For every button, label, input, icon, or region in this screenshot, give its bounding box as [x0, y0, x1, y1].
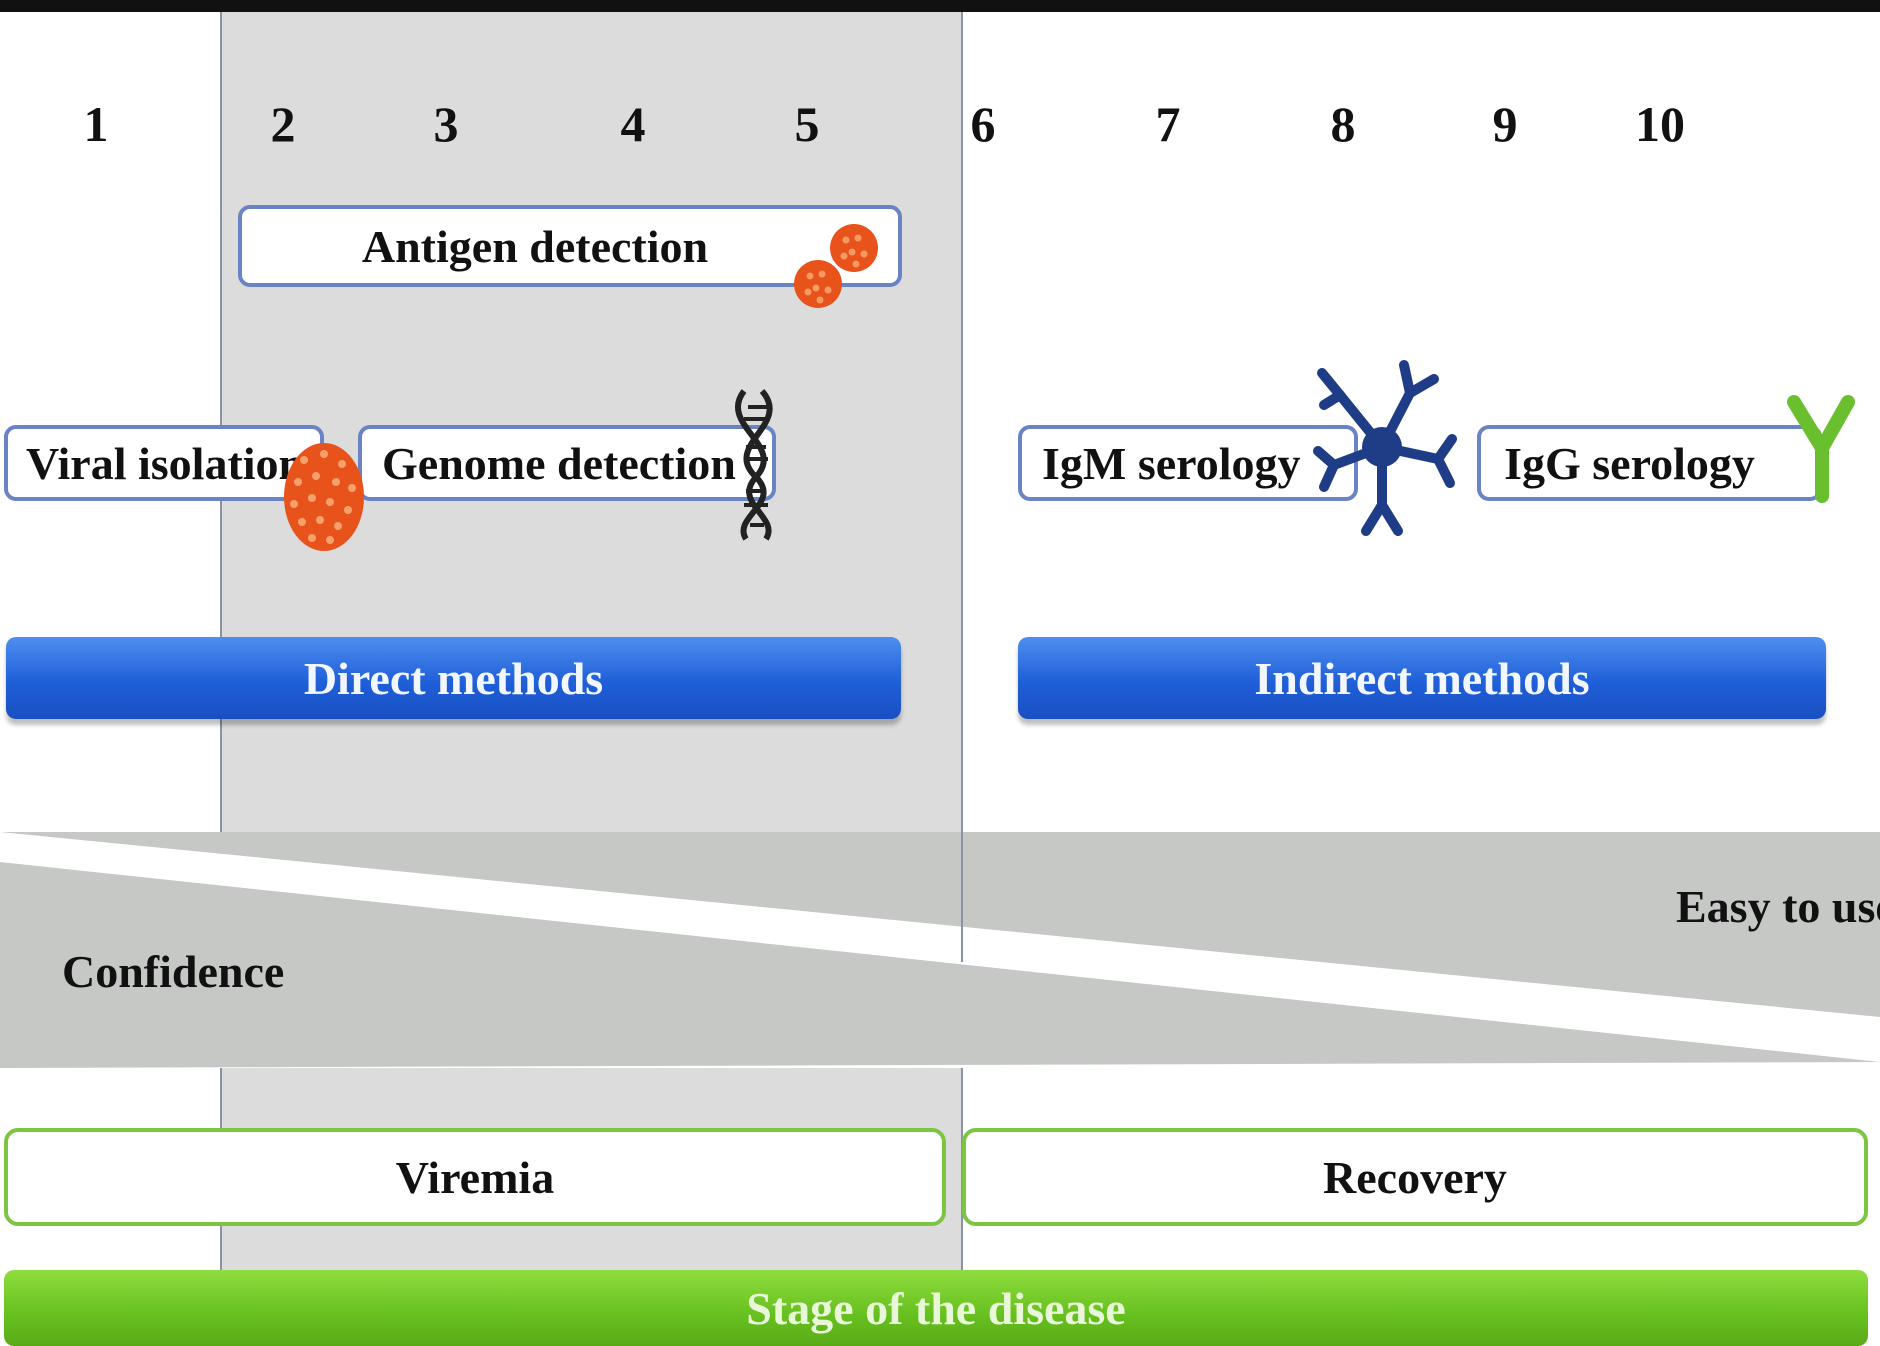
indirect-methods-bar: Indirect methods [1018, 637, 1826, 719]
virus-icon [284, 443, 364, 551]
direct-methods-label: Direct methods [303, 652, 604, 704]
igg-serology-label: IgG serology [1504, 437, 1755, 489]
stage-of-disease-bar: Stage of the disease [4, 1270, 1868, 1346]
direct-methods-bar: Direct methods [6, 637, 901, 719]
day-label: 7 [1155, 96, 1181, 152]
igm-serology-box: IgM serology [1018, 425, 1358, 501]
easy-to-use-label: Easy to use [1676, 881, 1880, 932]
genome-detection-label: Genome detection [382, 437, 736, 489]
indirect-methods-label: Indirect methods [1254, 652, 1590, 704]
day-label: 4 [620, 96, 646, 152]
day-label: 3 [433, 96, 459, 152]
virus-icon [794, 224, 878, 308]
igg-serology-box: IgG serology [1477, 425, 1822, 501]
day-label: 8 [1330, 96, 1356, 152]
antigen-detection-box: Antigen detection [238, 205, 902, 287]
antibody-igg-icon [1787, 395, 1855, 503]
viral-isolation-label: Viral isolation [26, 437, 305, 489]
recovery-label: Recovery [1323, 1151, 1507, 1203]
confidence-ease-wedges [0, 832, 1880, 1068]
day-label: 5 [794, 96, 820, 152]
day-label: 6 [970, 96, 996, 152]
antigen-detection-label: Antigen detection [361, 220, 709, 272]
viral-isolation-box: Viral isolation [4, 425, 324, 501]
day-label: 10 [1635, 96, 1685, 152]
dna-icon [734, 389, 773, 541]
day-label: 1 [83, 96, 109, 152]
day-label: 2 [270, 96, 296, 152]
day-label: 9 [1492, 96, 1518, 152]
stage-of-disease-label: Stage of the disease [746, 1282, 1126, 1334]
recovery-box: Recovery [962, 1128, 1868, 1226]
viremia-label: Viremia [395, 1151, 555, 1203]
antibody-igm-icon [1313, 360, 1457, 536]
top-border [0, 0, 1880, 12]
confidence-label: Confidence [62, 946, 285, 997]
day-6-divider [961, 10, 963, 1272]
day-6-divider-upper [961, 832, 963, 962]
genome-detection-box: Genome detection [358, 425, 776, 501]
igm-serology-label: IgM serology [1042, 437, 1301, 489]
viremia-box: Viremia [4, 1128, 946, 1226]
